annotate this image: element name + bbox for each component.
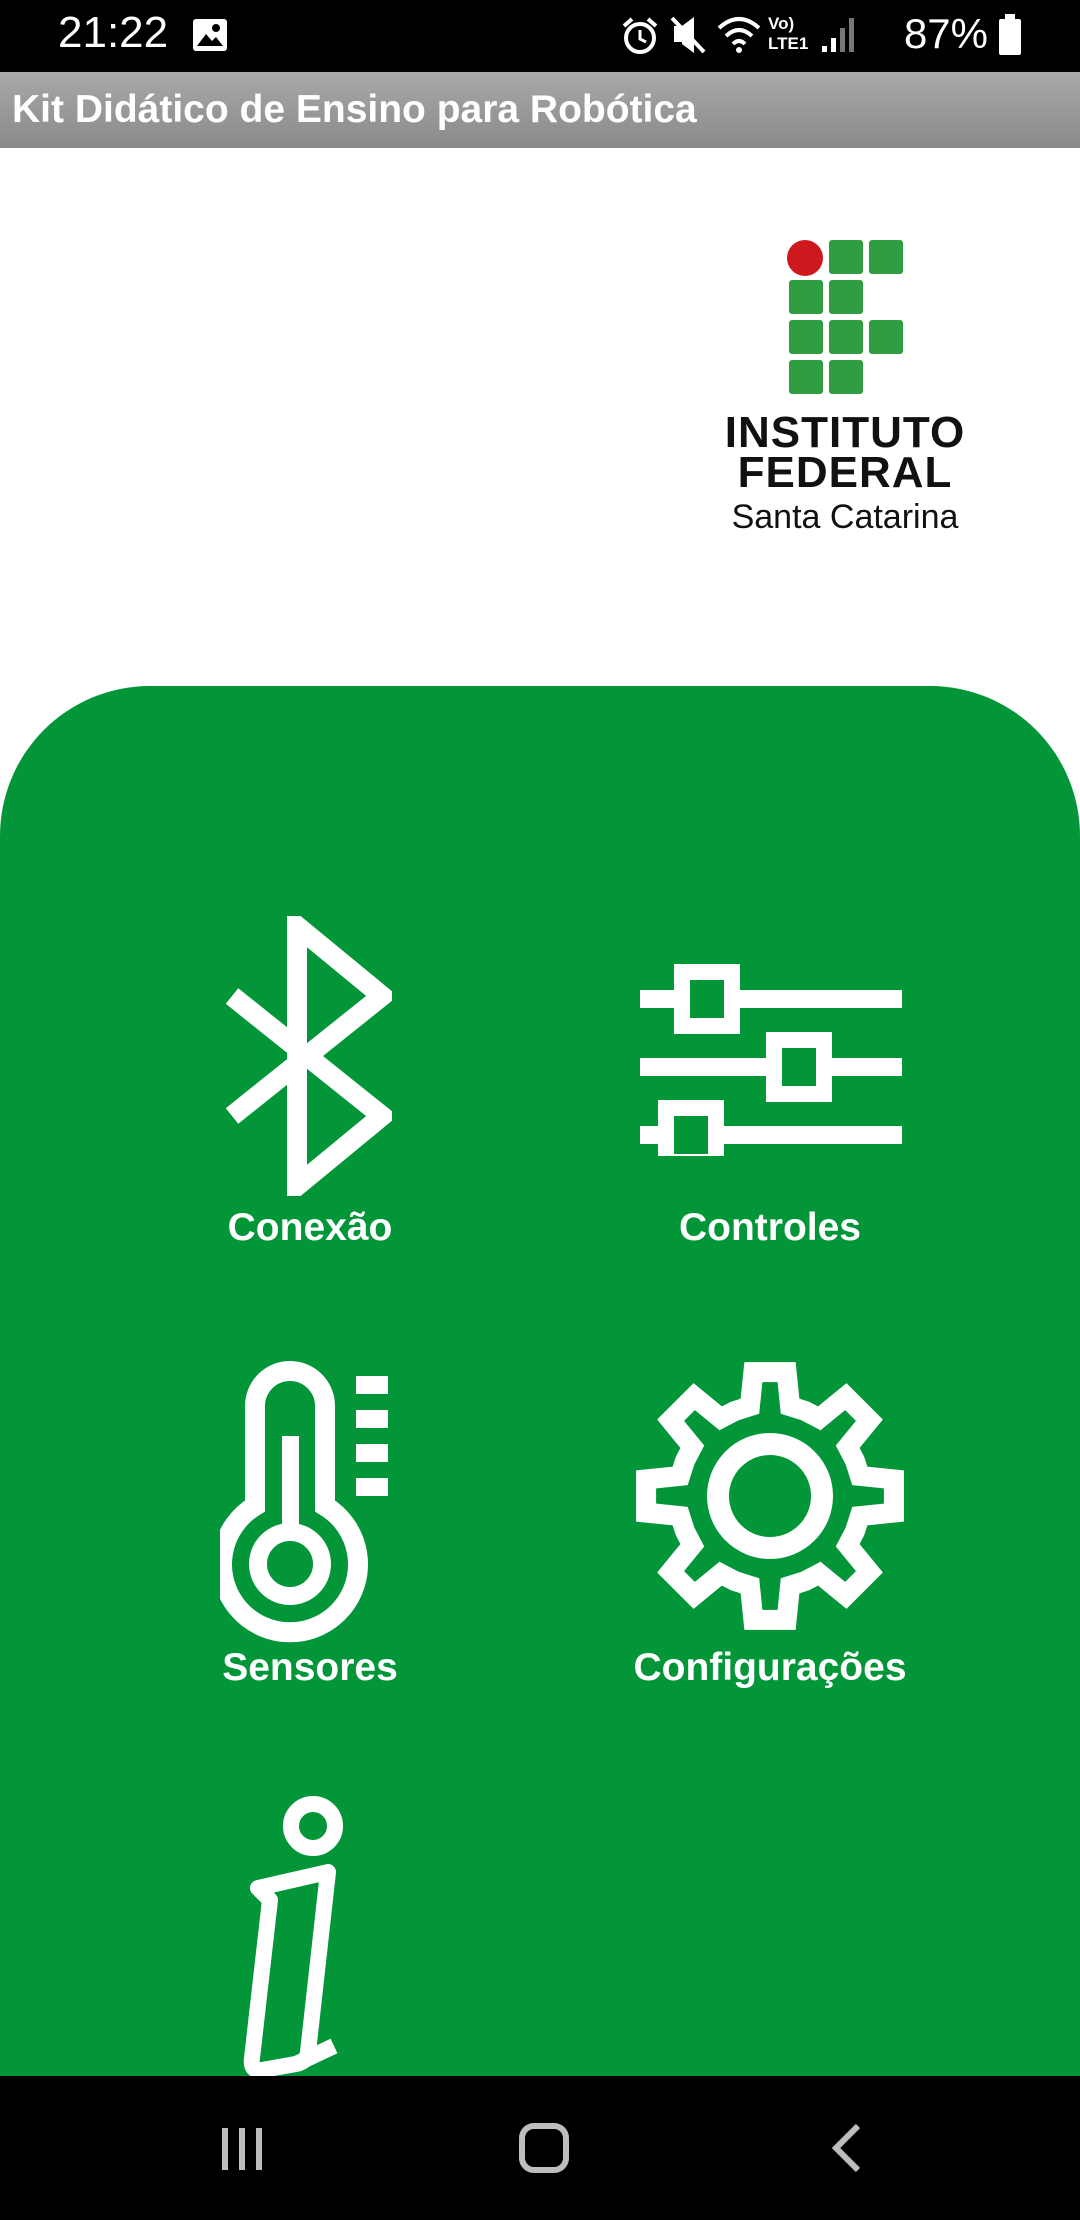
image-icon <box>193 19 227 51</box>
menu-label-connection: Conexão <box>227 1206 393 1249</box>
back-icon <box>831 2123 861 2173</box>
menu-label-sensors: Sensores <box>222 1646 398 1689</box>
menu-label-controls: Controles <box>678 1206 861 1249</box>
home-button[interactable] <box>484 2106 604 2190</box>
back-button[interactable] <box>786 2106 906 2190</box>
institution-logo: INSTITUTO FEDERAL Santa Catarina <box>720 238 980 548</box>
sliders-icon <box>640 964 902 1156</box>
mute-icon <box>670 16 706 54</box>
alarm-icon <box>622 17 658 54</box>
navigation-bar <box>0 2076 1080 2220</box>
menu-item-connection[interactable]: Conexão <box>160 916 460 1276</box>
app-title: Kit Didático de Ensino para Robótica <box>12 88 697 131</box>
info-icon <box>243 1796 343 2076</box>
status-icons: Vo) LTE1 87% <box>620 0 1080 72</box>
menu-item-settings[interactable]: Configurações <box>610 1356 930 1726</box>
home-icon <box>519 2123 569 2173</box>
recent-apps-button[interactable] <box>182 2106 302 2190</box>
battery-percent: 87% <box>903 10 988 57</box>
bluetooth-icon <box>225 916 392 1196</box>
status-bar: 21:22 Vo) LTE1 87% <box>0 0 1080 72</box>
logo-text-campus: Santa Catarina <box>731 498 959 536</box>
logo-mark-icon <box>787 240 903 394</box>
menu-item-sensors[interactable]: Sensores <box>160 1356 460 1726</box>
thermometer-icon <box>220 1361 388 1643</box>
recent-apps-icon <box>222 2128 262 2170</box>
logo-text-federal: FEDERAL <box>737 448 953 497</box>
menu-item-controls[interactable]: Controles <box>620 916 920 1276</box>
menu-label-settings: Configurações <box>633 1646 907 1689</box>
status-time: 21:22 <box>58 8 169 57</box>
gear-outline <box>636 1362 904 1630</box>
menu-item-info[interactable] <box>160 1796 460 2076</box>
signal-icon <box>822 18 854 52</box>
battery-icon <box>999 14 1021 55</box>
menu-panel: Conexão Controles Sensores <box>0 686 1080 2076</box>
app-bar: Kit Didático de Ensino para Robótica <box>0 72 1080 148</box>
logo-text-instituto: INSTITUTO <box>724 408 966 457</box>
gear-icon <box>636 1362 904 1630</box>
wifi-icon <box>717 17 761 53</box>
network-label: Vo) LTE1 <box>768 14 809 53</box>
